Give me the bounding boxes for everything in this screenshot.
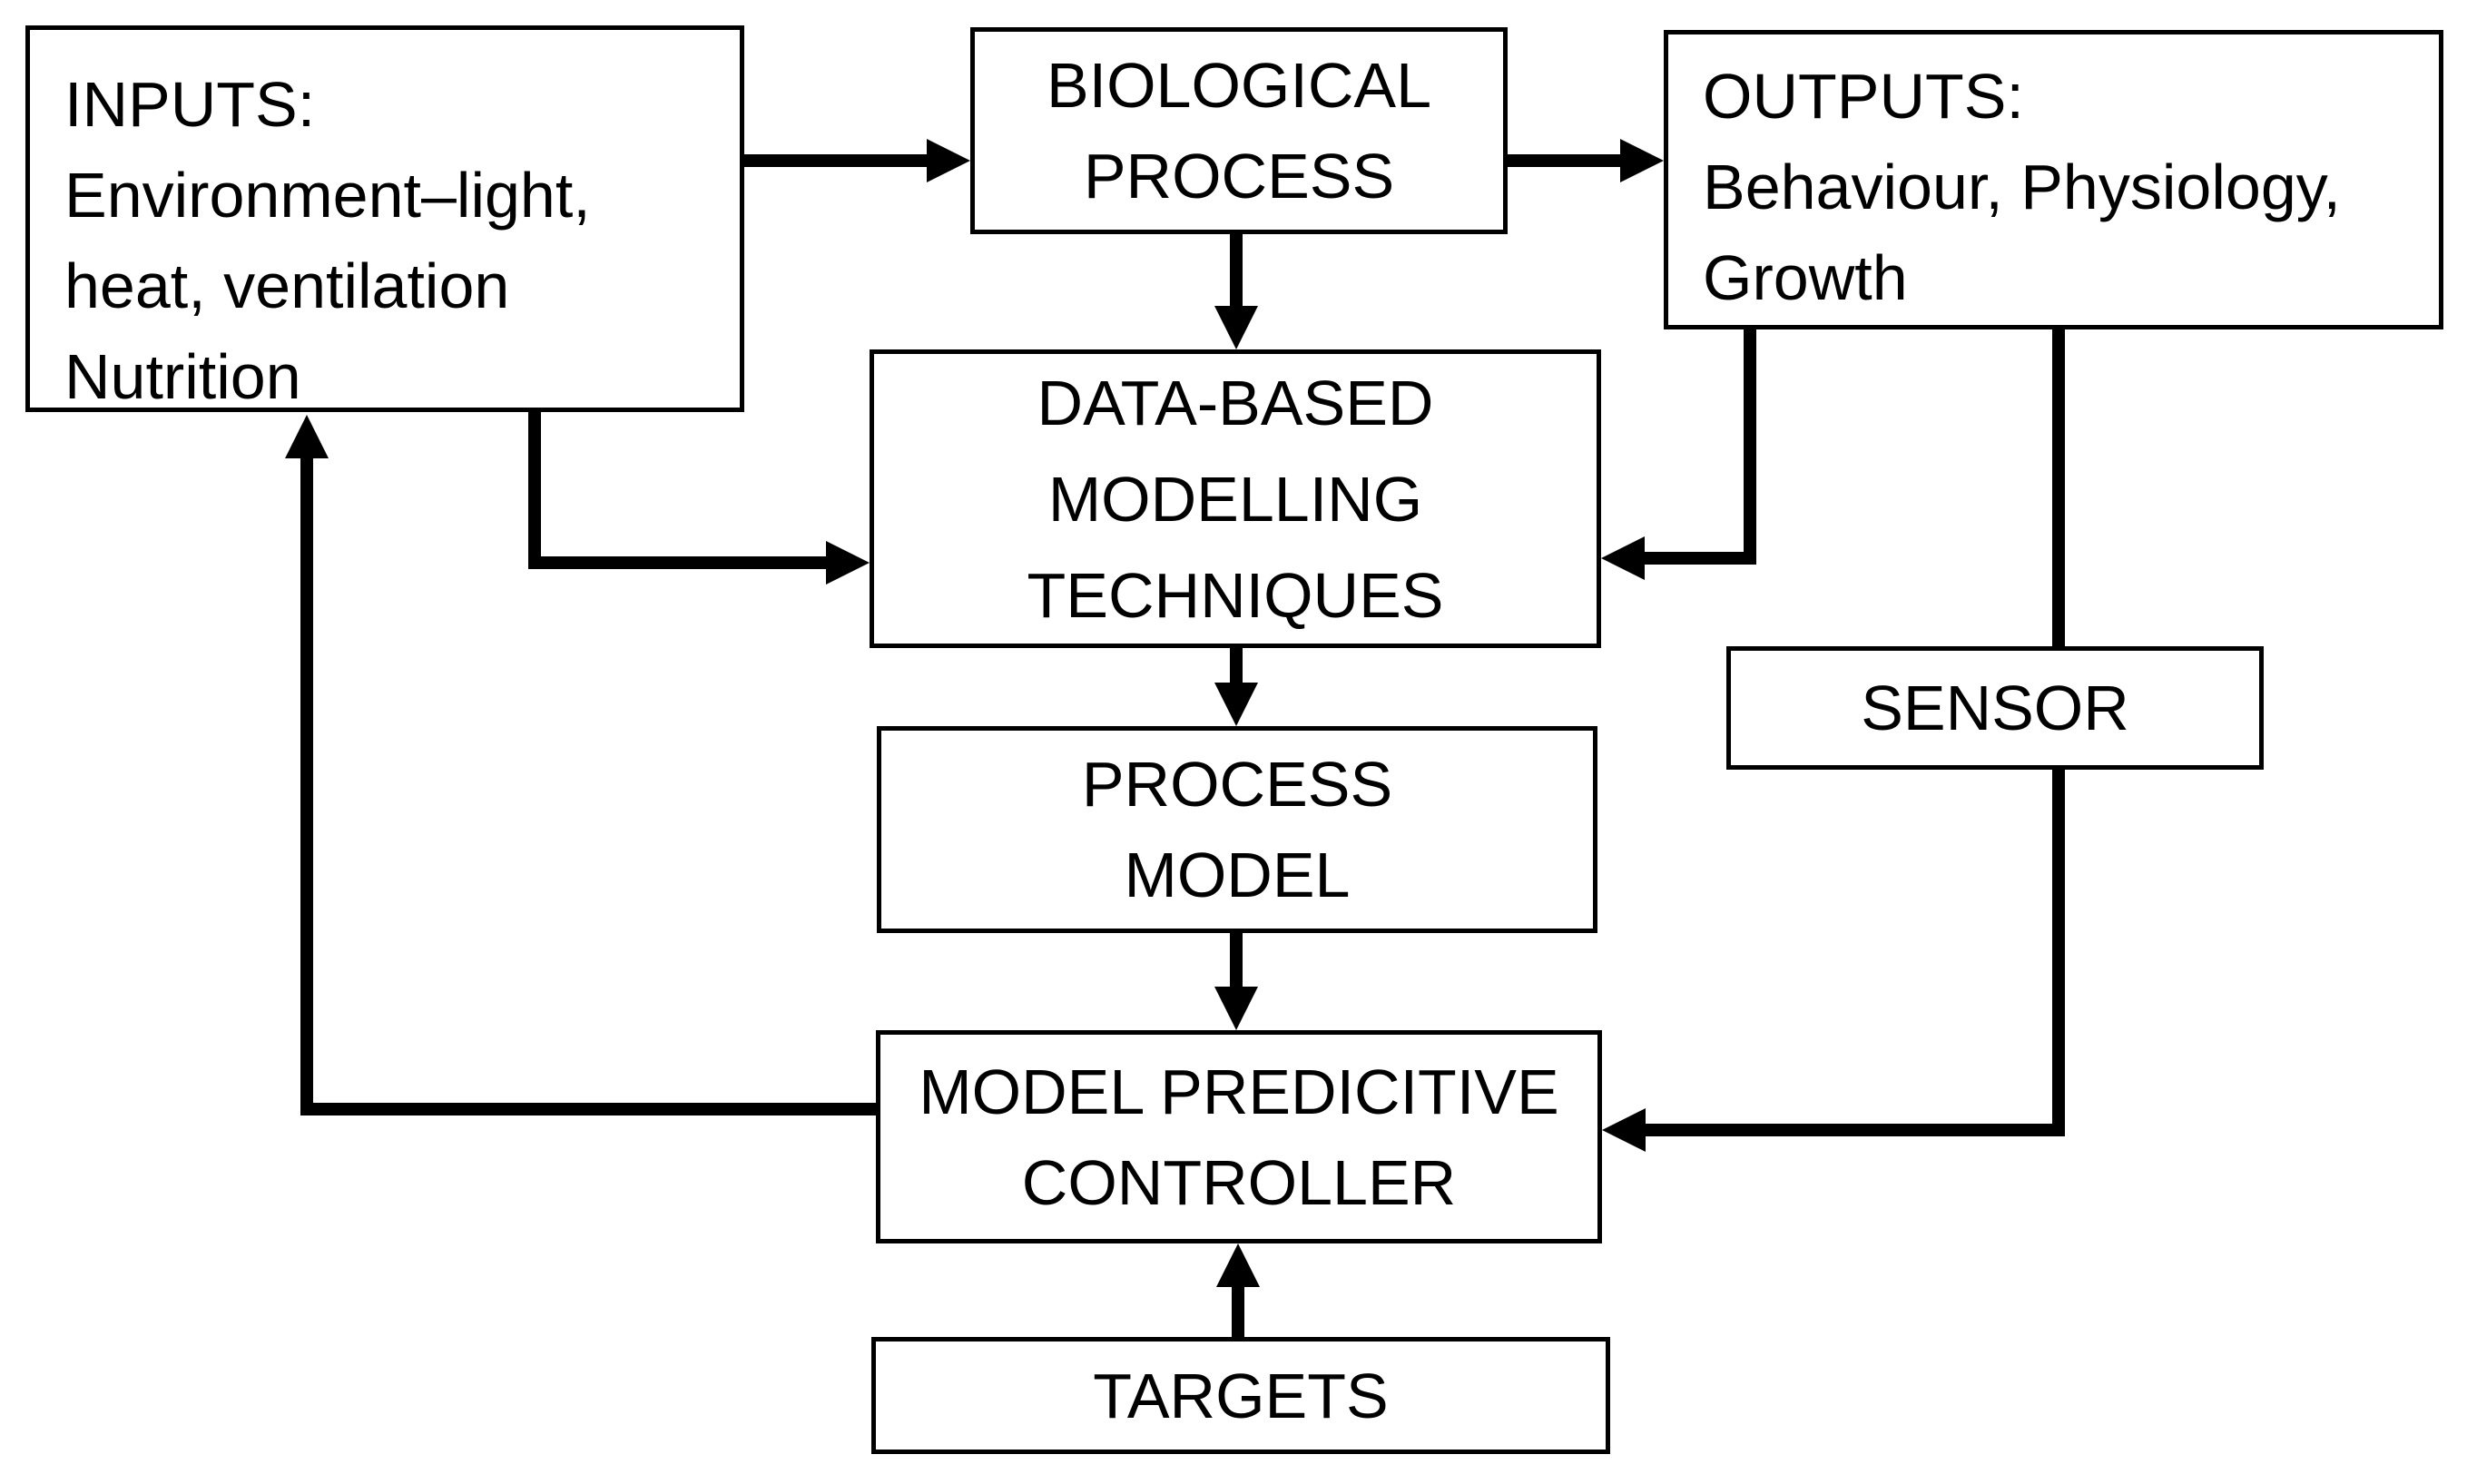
box-model-predictive-controller: MODEL PREDICITIVE CONTROLLER xyxy=(876,1030,1602,1243)
box-biological-process: BIOLOGICAL PROCESS xyxy=(970,27,1508,234)
arrow-inputs-to-databased xyxy=(528,412,870,585)
arrow-outputs-to-databased xyxy=(1601,329,1756,580)
inputs-line-3: heat, ventilation xyxy=(64,251,510,321)
biological-line-2: PROCESS xyxy=(1083,141,1395,211)
sensor-line-1: SENSOR xyxy=(1861,673,2129,743)
outputs-line-3: Growth xyxy=(1703,242,1908,313)
controller-line-1: MODEL PREDICITIVE xyxy=(919,1056,1559,1127)
box-outputs: OUTPUTS: Behaviour, Physiology, Growth xyxy=(1664,30,2443,329)
box-process-model: PROCESS MODEL xyxy=(877,726,1597,933)
targets-line-1: TARGETS xyxy=(1093,1360,1389,1431)
process-model-line-1: PROCESS xyxy=(1081,749,1393,820)
controller-line-2: CONTROLLER xyxy=(1021,1146,1457,1218)
arrow-process-model-to-controller xyxy=(1214,933,1258,1030)
box-sensor: SENSOR xyxy=(1726,646,2264,770)
arrow-inputs-to-biological xyxy=(744,139,970,182)
inputs-line-1: INPUTS: xyxy=(64,69,316,140)
databased-line-3: TECHNIQUES xyxy=(1027,559,1444,631)
arrow-targets-to-controller xyxy=(1216,1243,1260,1337)
process-model-line-2: MODEL xyxy=(1124,840,1351,910)
arrow-controller-feedback-to-inputs xyxy=(285,415,876,1115)
biological-line-1: BIOLOGICAL xyxy=(1046,50,1432,121)
arrow-biological-to-databased xyxy=(1214,234,1258,349)
arrow-biological-to-outputs xyxy=(1508,139,1664,182)
outputs-line-2: Behaviour, Physiology, xyxy=(1703,152,2342,222)
inputs-line-4: Nutrition xyxy=(64,341,301,412)
outputs-line-1: OUTPUTS: xyxy=(1703,61,2024,132)
databased-line-1: DATA-BASED xyxy=(1037,367,1434,438)
box-targets: TARGETS xyxy=(871,1337,1610,1454)
arrow-outputs-via-sensor-to-controller xyxy=(1602,329,2065,1152)
box-data-based-modelling: DATA-BASED MODELLING TECHNIQUES xyxy=(870,349,1601,648)
databased-line-2: MODELLING xyxy=(1047,463,1423,535)
inputs-line-2: Environment–light, xyxy=(64,160,591,231)
arrow-databased-to-process-model xyxy=(1214,648,1258,726)
box-inputs: INPUTS: Environment–light, heat, ventila… xyxy=(25,25,744,412)
